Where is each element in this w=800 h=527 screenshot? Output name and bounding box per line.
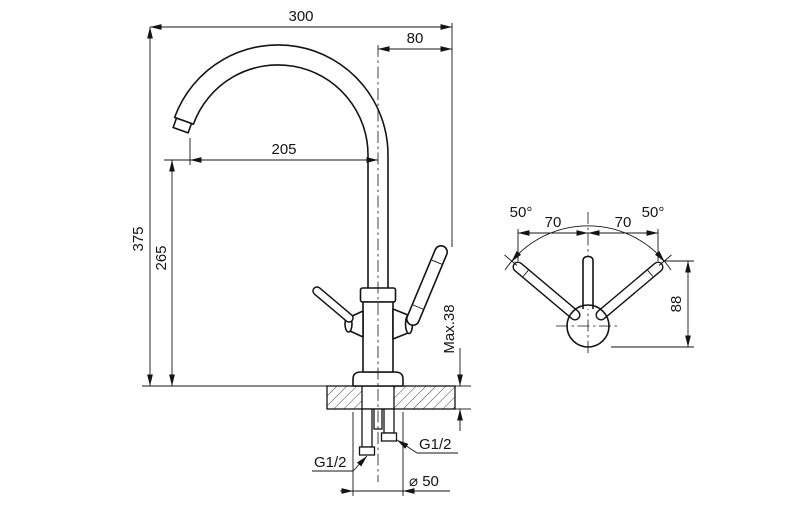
spout xyxy=(173,44,389,297)
aerator-tip xyxy=(172,117,193,134)
right-handle-cap-line xyxy=(431,259,442,265)
thread-left-label: G1/2 xyxy=(314,454,347,471)
right-handle-joint-line xyxy=(411,304,425,310)
dimension-70-70: 70 70 xyxy=(517,214,659,261)
thread-callout-right: G1/2 xyxy=(396,436,458,454)
extension-line xyxy=(658,254,672,266)
dimension-300: 300 xyxy=(150,8,453,247)
dimension-dia50: ⌀ 50 xyxy=(340,412,450,496)
dim-max38-label: Max.38 xyxy=(441,304,458,353)
top-view-dimensions: 50° 50° 70 70 88 xyxy=(504,204,694,348)
dim-70-left-label: 70 xyxy=(545,214,562,231)
top-view-faucet xyxy=(512,212,664,354)
dimension-88: 88 xyxy=(611,260,694,348)
dimension-angle-arc: 50° 50° xyxy=(504,204,672,271)
dimension-265: 265 xyxy=(153,159,191,386)
left-handle-cap-line xyxy=(522,270,529,277)
left-hose-fitting xyxy=(358,446,376,456)
dim-265-label: 265 xyxy=(153,245,170,270)
side-view-faucet xyxy=(172,44,456,482)
right-handle-lever-fill xyxy=(407,246,447,325)
right-hose-fitting xyxy=(380,432,398,442)
right-handle xyxy=(392,245,448,340)
dimension-205: 205 xyxy=(189,138,378,165)
dim-angle-right-label: 50° xyxy=(642,204,665,221)
thread-callout-left: G1/2 xyxy=(312,454,368,472)
top-view-left-handle xyxy=(512,261,581,321)
dim-205-label: 205 xyxy=(271,141,296,158)
dimension-80: 80 xyxy=(378,30,452,52)
dimension-375: 375 xyxy=(130,27,327,387)
dim-70-right-label: 70 xyxy=(615,214,632,231)
left-hose xyxy=(361,408,373,448)
countertop xyxy=(326,385,456,410)
dim-375-label: 375 xyxy=(130,226,147,251)
dim-300-label: 300 xyxy=(288,8,313,25)
dim-dia50-label: ⌀ 50 xyxy=(409,473,439,490)
top-view-right-handle xyxy=(595,261,664,321)
spout-stub xyxy=(582,255,594,309)
spout-stub-fill xyxy=(583,256,593,309)
dim-80-label: 80 xyxy=(407,30,424,47)
right-handle-cap-line xyxy=(647,270,654,277)
side-view-dimensions: 300 80 205 375 265 Max.38 xyxy=(130,8,471,496)
left-handle xyxy=(312,286,364,338)
faucet-body-top xyxy=(566,304,610,348)
thread-right-label: G1/2 xyxy=(419,436,452,453)
dim-88-label: 88 xyxy=(668,296,685,313)
dimension-max38: Max.38 xyxy=(441,304,471,431)
right-hose xyxy=(383,408,395,434)
extension-line xyxy=(504,254,518,266)
dim-angle-left-label: 50° xyxy=(510,204,533,221)
left-handle-lever-fill xyxy=(313,287,353,322)
